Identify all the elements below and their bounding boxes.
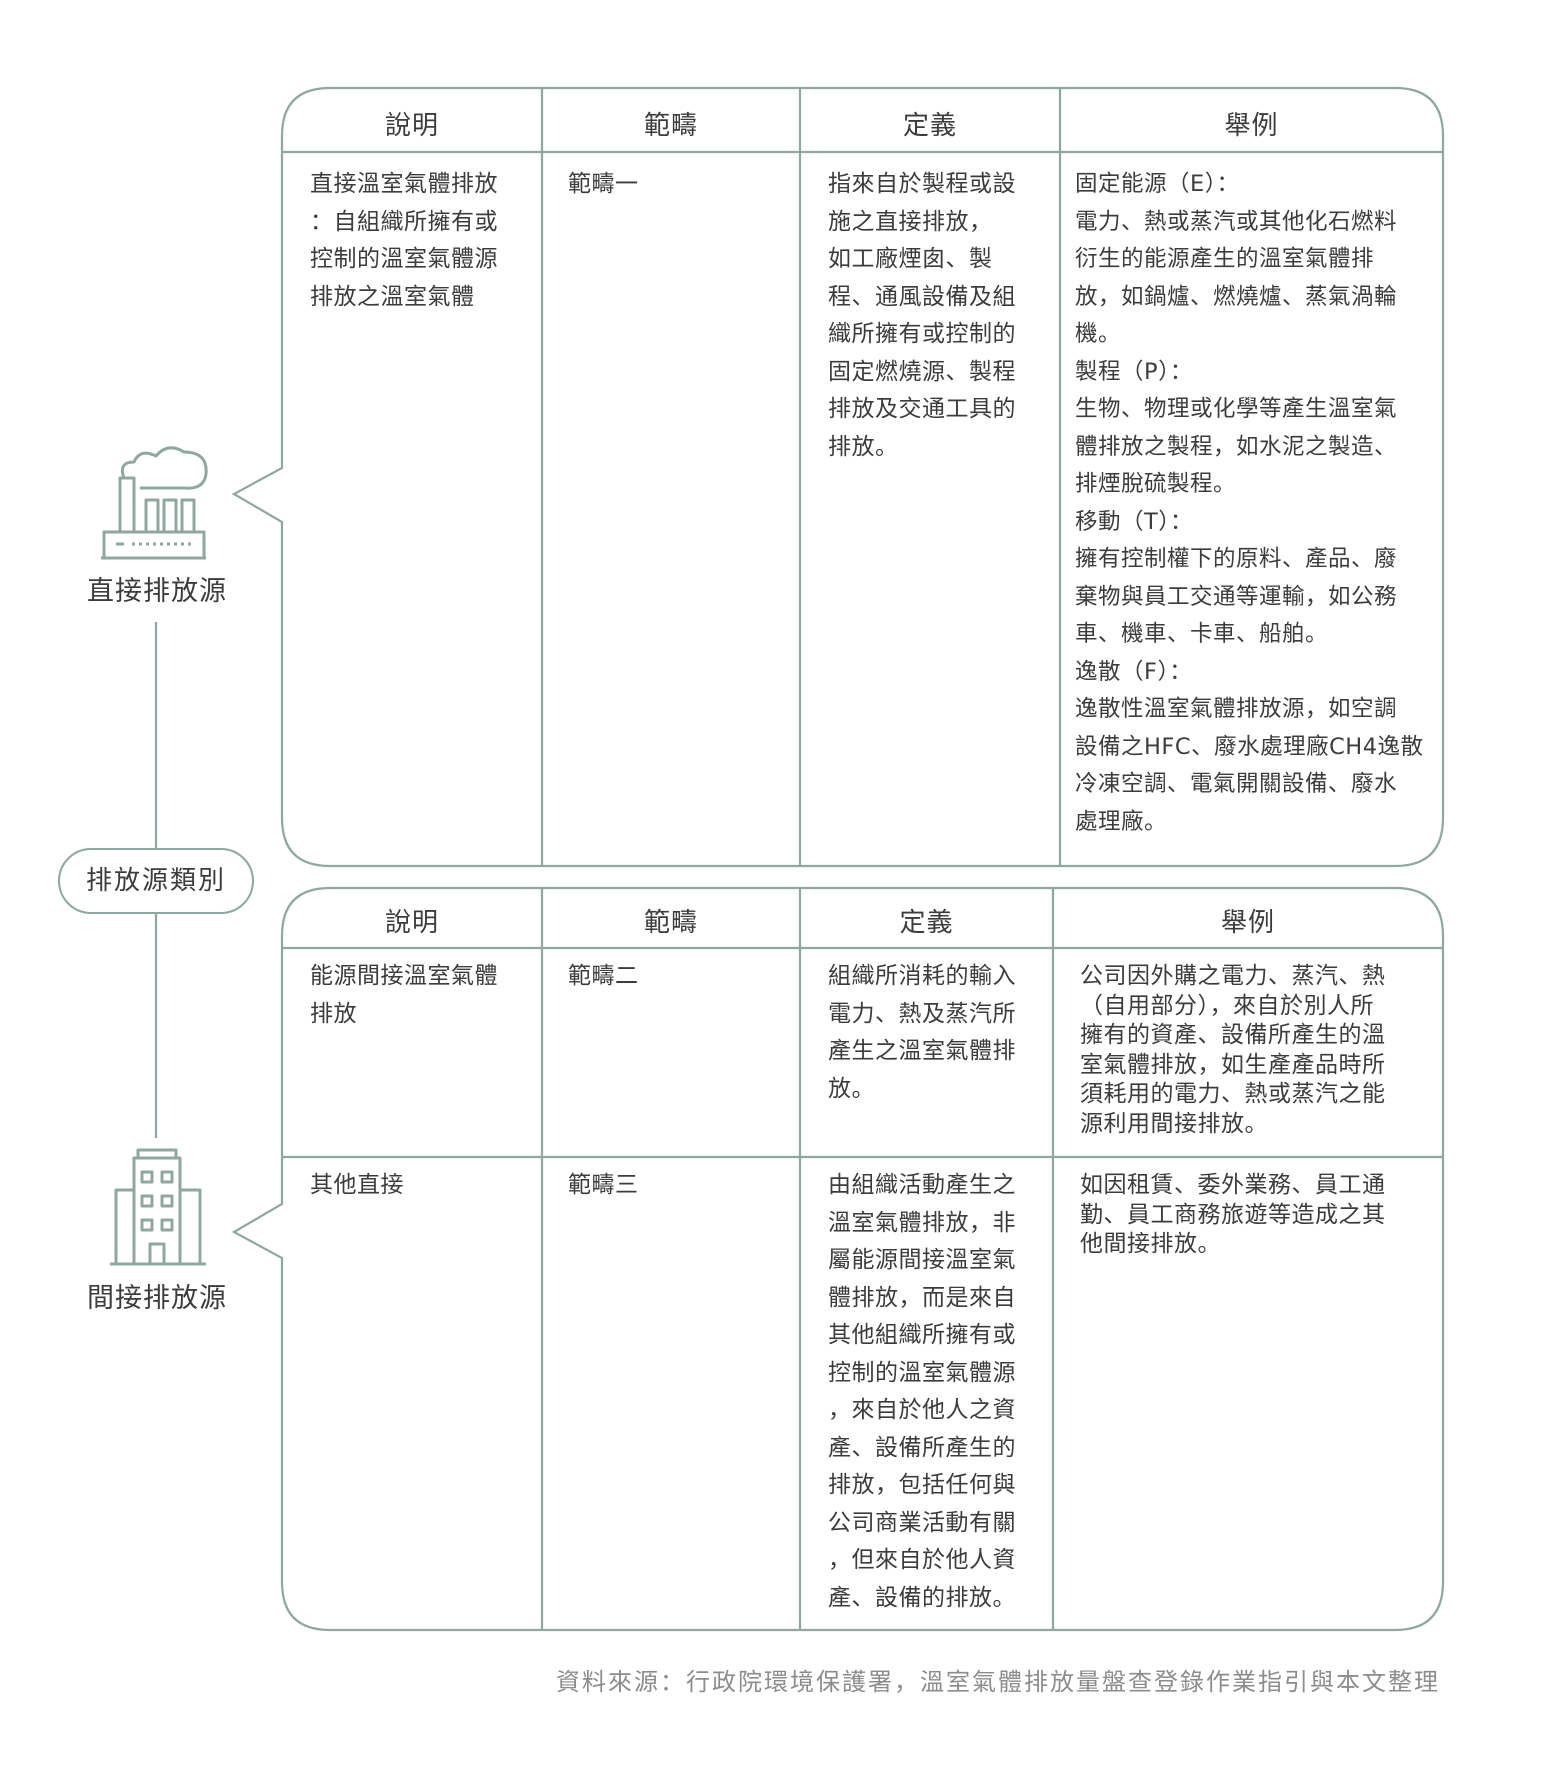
indirect-header-scope: 範疇 xyxy=(643,908,698,938)
indirect-table-border xyxy=(231,886,1445,1632)
indirect-source-label: 間接排放源 xyxy=(87,1283,227,1314)
scope2-definition: 組織所消耗的輸入 電力、熱及蒸汽所 產生之溫室氣體排 放。 xyxy=(828,963,1016,1102)
indirect-header-description: 說明 xyxy=(384,908,439,938)
factory-icon xyxy=(101,446,208,560)
emission-category-pill: 排放源類別 xyxy=(58,848,254,914)
scope3-definition: 由組織活動產生之 溫室氣體排放，非 屬能源間接溫室氣 體排放，而是來自 其他組織… xyxy=(828,1172,1016,1611)
direct-header-scope: 範疇 xyxy=(643,111,698,141)
direct-table-border xyxy=(231,86,1445,868)
scope3-scope: 範疇三 xyxy=(568,1172,639,1198)
building-icon xyxy=(110,1148,206,1266)
direct-header-definition: 定義 xyxy=(902,111,957,141)
indirect-header-definition: 定義 xyxy=(899,908,954,938)
scope2-example: 公司因外購之電力、蒸汽、熱 （自用部分），來自於別人所 擁有的資產、設備所產生的… xyxy=(1080,963,1386,1137)
scope3-description: 其他直接 xyxy=(310,1172,404,1198)
scope2-scope: 範疇二 xyxy=(568,963,639,989)
direct-header-example: 舉例 xyxy=(1224,111,1279,141)
scope2-description: 能源間接溫室氣體 排放 xyxy=(310,963,498,1027)
direct-row-description: 直接溫室氣體排放 ：自組織所擁有或 控制的溫室氣體源 排放之溫室氣體 xyxy=(310,171,498,310)
source-note: 資料來源：行政院環境保護署，溫室氣體排放量盤查登錄作業指引與本文整理 xyxy=(556,1668,1440,1696)
direct-header-description: 說明 xyxy=(384,111,439,141)
indirect-header-example: 舉例 xyxy=(1220,908,1275,938)
scope3-example: 如因租賃、委外業務、員工通 勤、員工商務旅遊等造成之其 他間接排放。 xyxy=(1080,1172,1386,1257)
direct-source-label: 直接排放源 xyxy=(87,576,227,607)
direct-row-example: 固定能源（E）： 電力、熱或蒸汽或其他化石燃料 衍生的能源產生的溫室氣體排 放，… xyxy=(1075,171,1424,835)
direct-row-scope: 範疇一 xyxy=(568,171,639,197)
direct-row-definition: 指來自於製程或設 施之直接排放， 如工廠煙囱、製 程、通風設備及組 織所擁有或控… xyxy=(828,171,1016,460)
